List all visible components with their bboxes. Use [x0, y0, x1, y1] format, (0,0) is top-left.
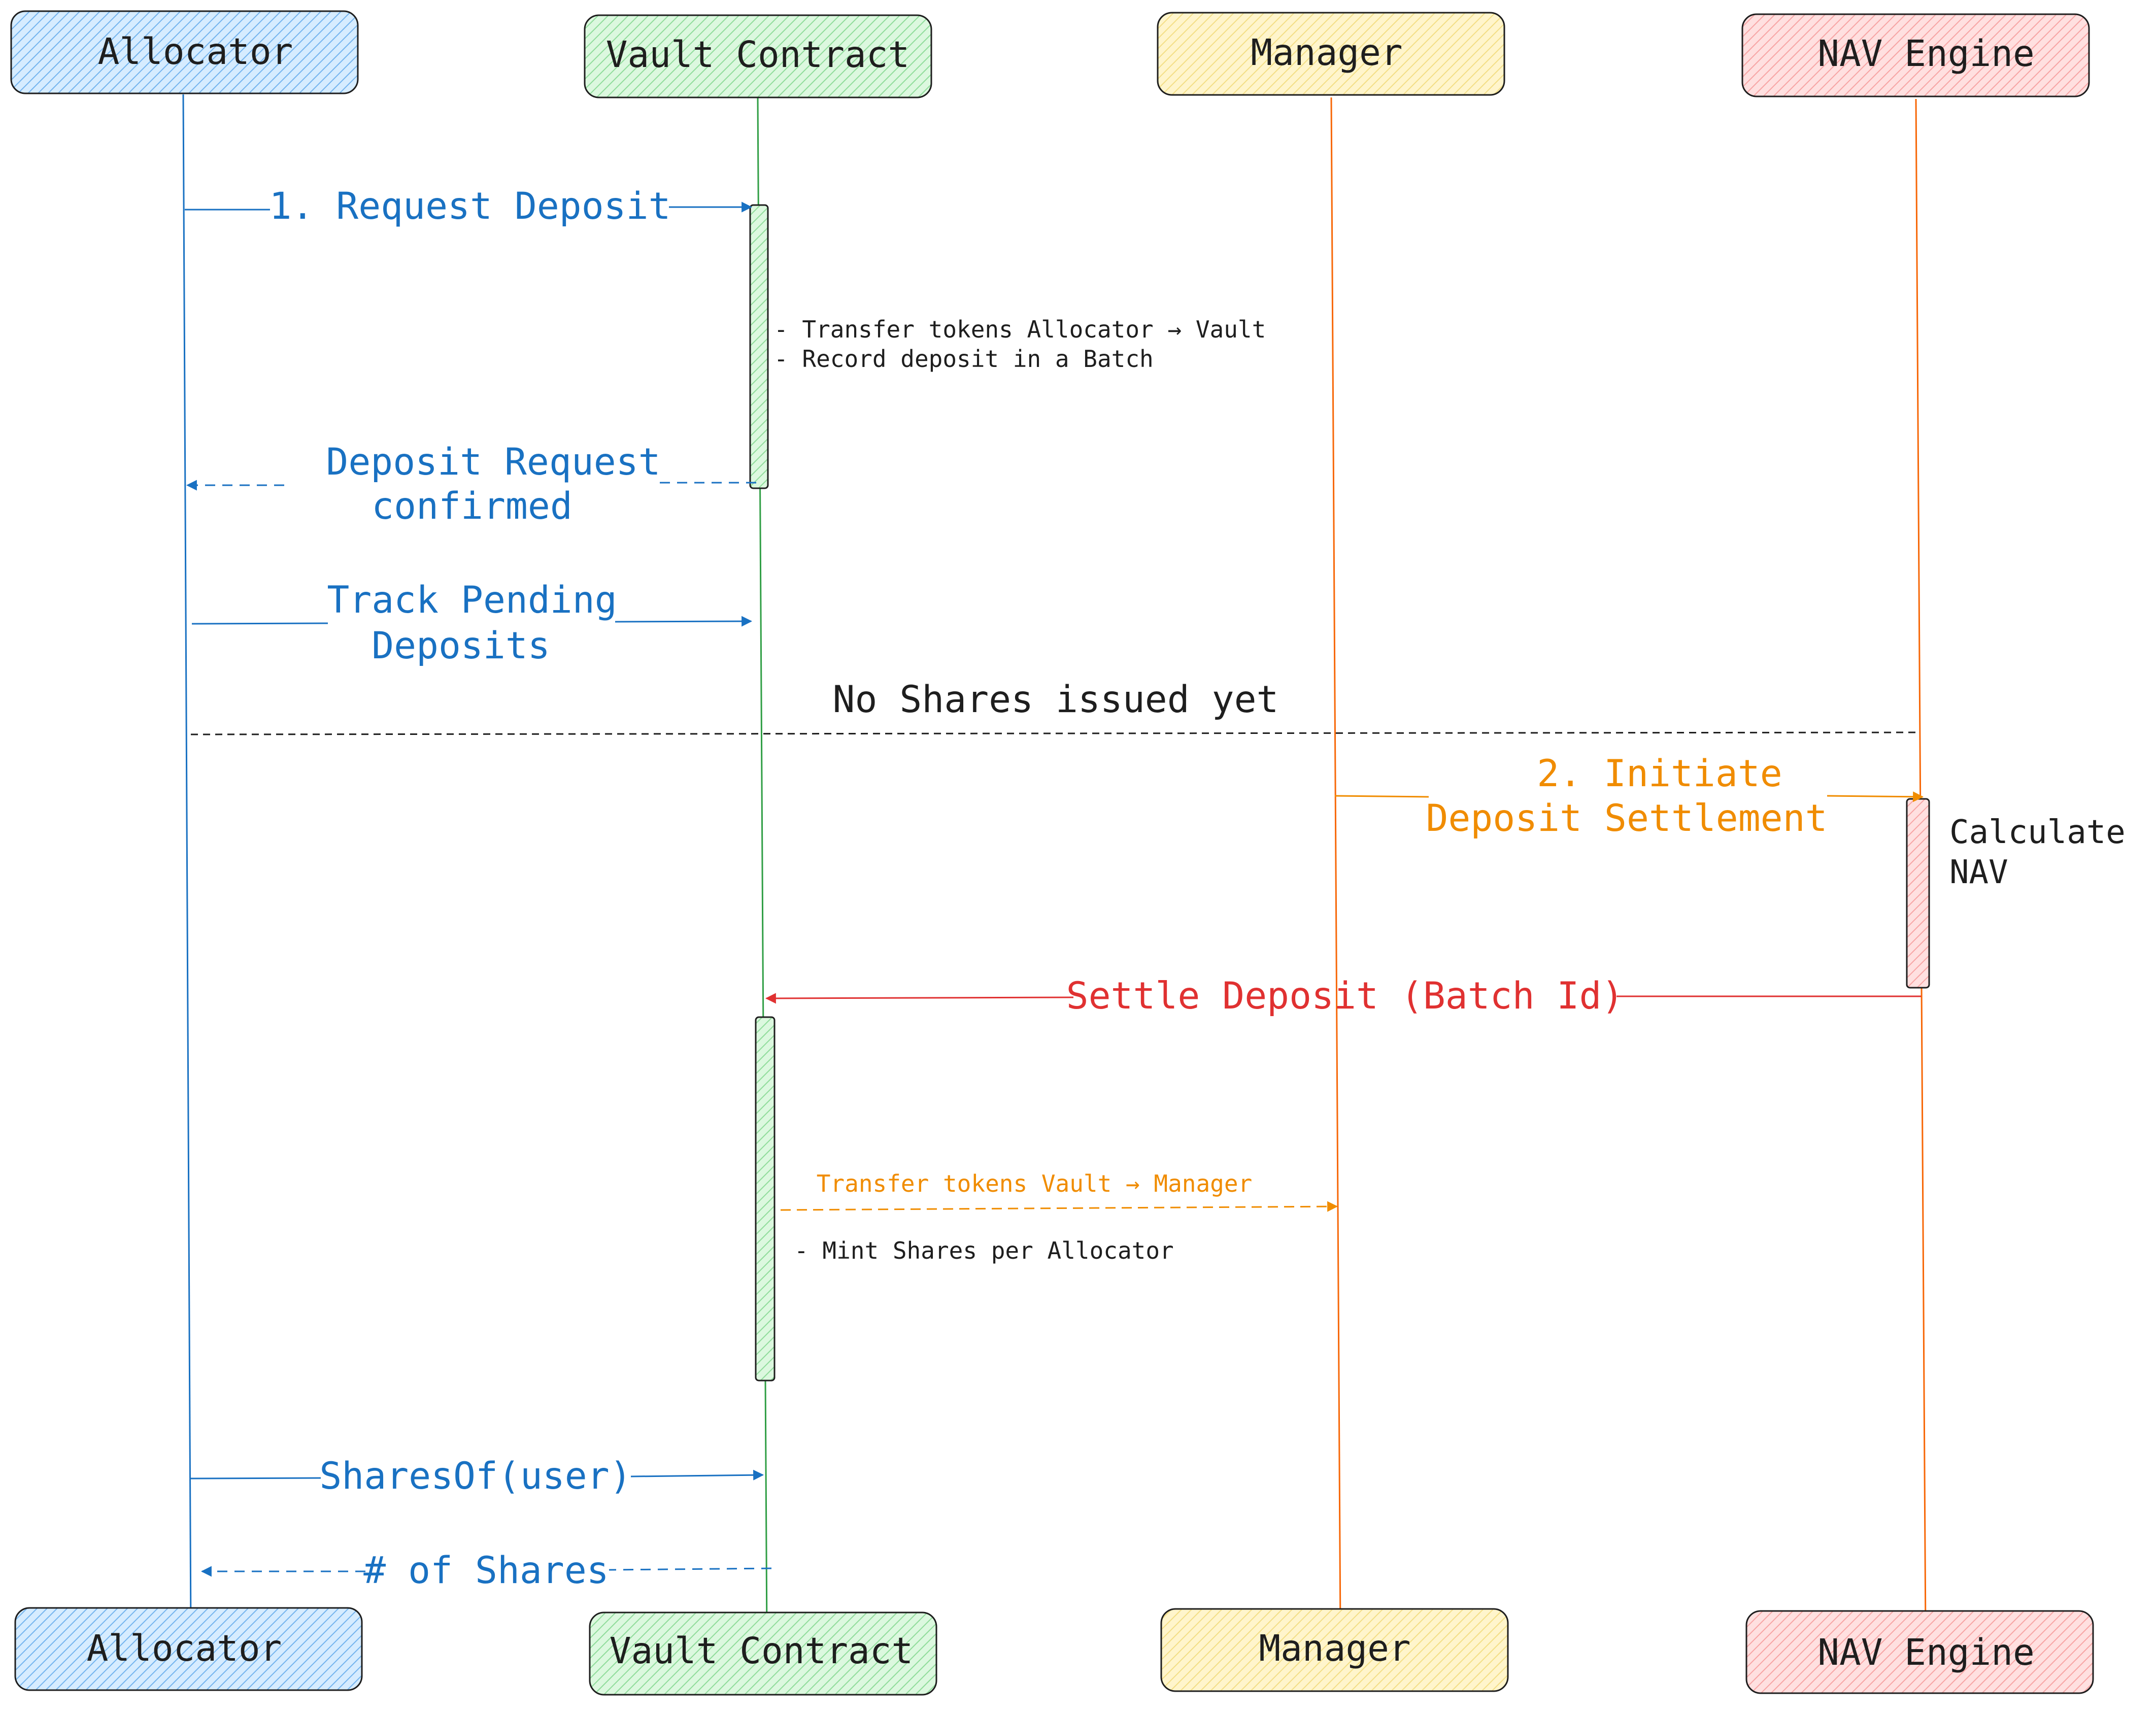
- divider-no-shares: No Shares issued yet: [190, 678, 1920, 735]
- participant-label: Manager: [1259, 1627, 1410, 1669]
- message-label: Track Pending: [327, 579, 617, 622]
- note-line: - Record deposit in a Batch: [774, 345, 1154, 373]
- message-request-deposit: 1. Request Deposit: [185, 185, 753, 228]
- note-line: NAV: [1949, 854, 2008, 891]
- message-num-shares: # of Shares: [200, 1549, 772, 1592]
- participant-label: Allocator: [87, 1627, 282, 1669]
- note-line: Calculate: [1949, 814, 2126, 851]
- participant-allocator-top: Allocator: [10, 10, 359, 94]
- message-track-pending: Track Pending Deposits: [191, 579, 753, 667]
- message-label: 2. Initiate: [1537, 752, 1782, 795]
- message-label: confirmed: [372, 485, 572, 528]
- message-label: Deposit Settlement: [1426, 797, 1827, 840]
- message-label: Deposits: [372, 624, 550, 667]
- note-vault-actions: - Transfer tokens Allocator → Vault - Re…: [774, 316, 1266, 373]
- note-calculate-nav: Calculate NAV: [1949, 814, 2126, 891]
- vault-activation-2: [755, 1016, 776, 1382]
- message-label: 1. Request Deposit: [269, 185, 670, 228]
- message-settle-deposit: Settle Deposit (Batch Id): [765, 974, 1921, 1018]
- message-label: # of Shares: [363, 1549, 609, 1592]
- message-initiate-settlement: 2. Initiate Deposit Settlement: [1334, 752, 1924, 840]
- participant-allocator-bottom: Allocator: [14, 1607, 363, 1691]
- message-label: Deposit Request: [326, 441, 660, 484]
- message-deposit-confirmed: Deposit Request confirmed: [186, 441, 756, 528]
- participant-label: Manager: [1251, 31, 1402, 74]
- message-label: Transfer tokens Vault → Manager: [817, 1170, 1253, 1197]
- divider-label: No Shares issued yet: [833, 678, 1279, 721]
- participant-nav-bottom: NAV Engine: [1745, 1610, 2094, 1694]
- message-shares-of: SharesOf(user): [190, 1455, 764, 1498]
- participant-label: NAV Engine: [1817, 32, 2034, 75]
- manager-lifeline: [1330, 97, 1341, 1631]
- participant-nav-top: NAV Engine: [1741, 13, 2090, 97]
- message-label: SharesOf(user): [319, 1455, 631, 1498]
- note-mint-shares: - Mint Shares per Allocator: [794, 1237, 1174, 1264]
- participant-manager-top: Manager: [1157, 12, 1505, 96]
- participant-label: Vault Contract: [606, 33, 909, 76]
- participant-manager-bottom: Manager: [1160, 1608, 1509, 1692]
- participant-label: Allocator: [98, 30, 293, 73]
- note-line: - Transfer tokens Allocator → Vault: [774, 316, 1266, 343]
- vault-activation-1: [749, 204, 769, 489]
- participant-vault-bottom: Vault Contract: [589, 1611, 937, 1696]
- message-transfer-to-manager: Transfer tokens Vault → Manager: [780, 1170, 1338, 1212]
- message-label: Settle Deposit (Batch Id): [1066, 974, 1624, 1018]
- allocator-lifeline: [182, 94, 192, 1630]
- nav-activation: [1906, 798, 1930, 989]
- participant-label: Vault Contract: [610, 1630, 913, 1672]
- participant-label: NAV Engine: [1817, 1631, 2034, 1673]
- participant-vault-top: Vault Contract: [584, 14, 932, 98]
